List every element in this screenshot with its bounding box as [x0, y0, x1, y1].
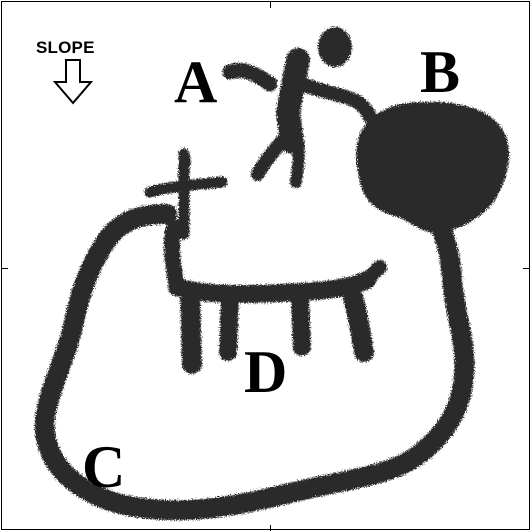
figure-d-body — [177, 280, 367, 294]
figure-a-leg-right — [296, 140, 299, 182]
slope-arrow-icon — [55, 60, 91, 103]
figure-a-arm-left — [230, 71, 270, 85]
figure-a-head — [318, 27, 352, 67]
label-c: C — [82, 437, 125, 497]
blob-b — [356, 102, 509, 234]
figure-d-rider-head — [179, 154, 191, 170]
figure-a-arm-right — [302, 84, 374, 124]
figure-d-head — [364, 267, 380, 284]
figure-d-neck — [172, 227, 177, 287]
figure-d-rider-arms — [150, 182, 222, 192]
figure-a-body — [288, 60, 298, 142]
figure-d-leg-1 — [190, 294, 192, 364]
slope-label: SLOPE — [36, 38, 95, 58]
label-d: D — [244, 342, 287, 402]
figure-d-leg-2 — [228, 297, 230, 352]
figure-a-leg-left — [258, 137, 286, 174]
label-b: B — [420, 42, 460, 102]
label-a: A — [174, 52, 217, 112]
figure-d-leg-4 — [352, 294, 364, 352]
figure-d-leg-3 — [300, 297, 302, 347]
